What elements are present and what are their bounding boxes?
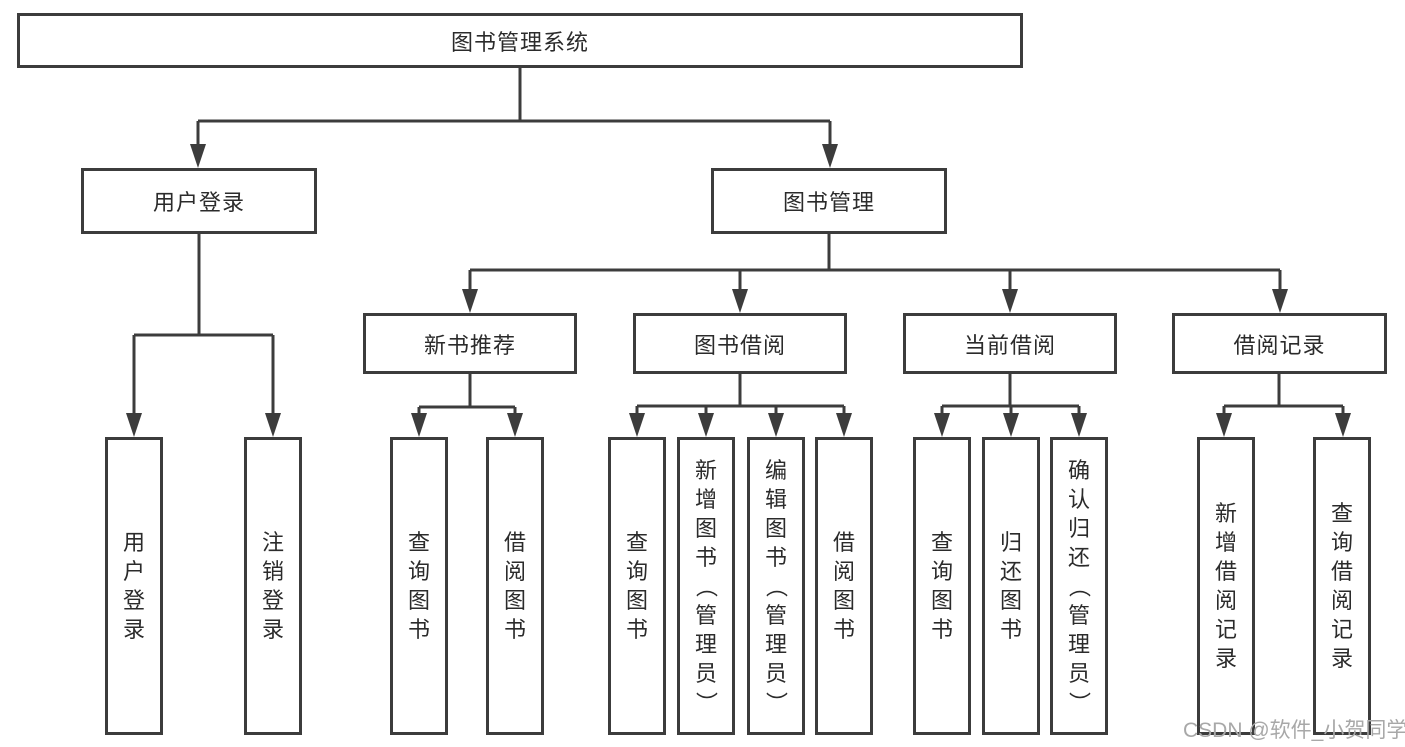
leaf-return-book: 归还图书 bbox=[982, 437, 1040, 735]
arrowhead-icon bbox=[1216, 413, 1232, 437]
leaf-edit-book-admin: 编辑图书（管理员） bbox=[747, 437, 805, 735]
arrowhead-icon bbox=[629, 413, 645, 437]
section-current-borrow: 当前借阅 bbox=[903, 313, 1117, 374]
leaf-query-borrow-record: 查询借阅记录 bbox=[1313, 437, 1371, 735]
branch-book-management: 图书管理 bbox=[711, 168, 947, 234]
arrowhead-icon bbox=[507, 413, 523, 437]
leaf-logout: 注销登录 bbox=[244, 437, 302, 735]
leaf-user-login: 用户登录 bbox=[105, 437, 163, 735]
arrowhead-icon bbox=[1335, 413, 1351, 437]
leaf-confirm-return-admin: 确认归还（管理员） bbox=[1050, 437, 1108, 735]
arrowhead-icon bbox=[265, 413, 281, 437]
arrowhead-icon bbox=[836, 413, 852, 437]
arrowhead-icon bbox=[1071, 413, 1087, 437]
branch-user-login: 用户登录 bbox=[81, 168, 317, 234]
arrowhead-icon bbox=[1272, 289, 1288, 313]
watermark: CSDN @软件_小贺同学 bbox=[1183, 719, 1405, 742]
leaf-add-borrow-record: 新增借阅记录 bbox=[1197, 437, 1255, 735]
arrowhead-icon bbox=[1003, 413, 1019, 437]
arrowhead-icon bbox=[411, 413, 427, 437]
leaf-query-books: 查询图书 bbox=[390, 437, 448, 735]
leaf-borrow-books-2: 借阅图书 bbox=[815, 437, 873, 735]
arrowhead-icon bbox=[698, 413, 714, 437]
arrowhead-icon bbox=[732, 289, 748, 313]
arrowhead-icon bbox=[190, 144, 206, 168]
arrowhead-icon bbox=[462, 289, 478, 313]
leaf-query-books-3: 查询图书 bbox=[913, 437, 971, 735]
arrowhead-icon bbox=[934, 413, 950, 437]
arrowhead-icon bbox=[126, 413, 142, 437]
section-book-borrow: 图书借阅 bbox=[633, 313, 847, 374]
leaf-borrow-books: 借阅图书 bbox=[486, 437, 544, 735]
arrowhead-icon bbox=[1002, 289, 1018, 313]
arrowhead-icon bbox=[822, 144, 838, 168]
leaf-query-books-2: 查询图书 bbox=[608, 437, 666, 735]
leaf-add-book-admin: 新增图书（管理员） bbox=[677, 437, 735, 735]
section-borrow-records: 借阅记录 bbox=[1172, 313, 1387, 374]
section-new-book-recommend: 新书推荐 bbox=[363, 313, 577, 374]
node-root: 图书管理系统 bbox=[17, 13, 1023, 68]
arrowhead-icon bbox=[768, 413, 784, 437]
